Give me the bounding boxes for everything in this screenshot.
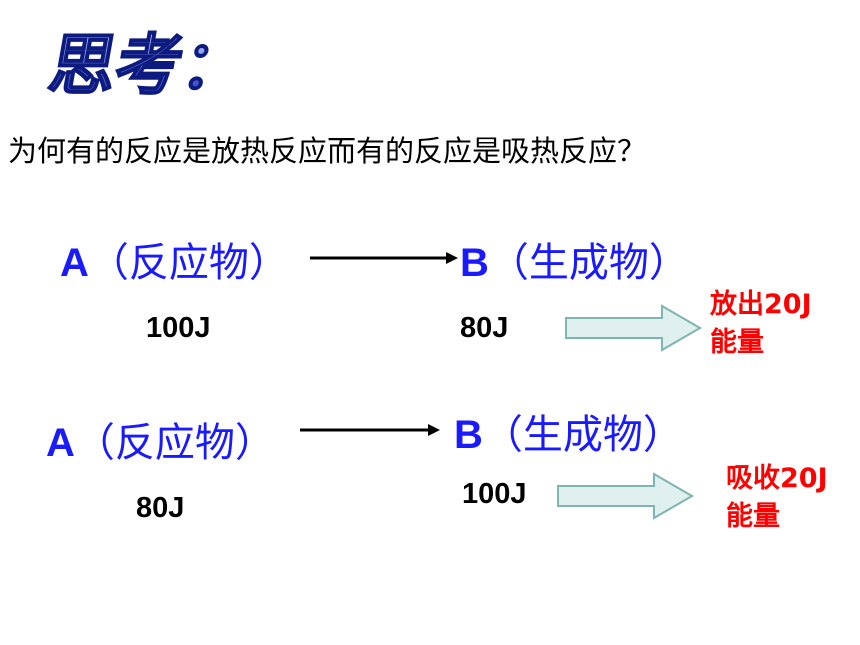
result-1: 放出20J 能量 <box>710 286 812 362</box>
block-arrow-1-icon <box>565 304 702 352</box>
product-energy-2: 100J <box>462 478 527 510</box>
reactant-label: （反应物） <box>88 240 289 286</box>
result-line2: 能量 <box>726 501 780 532</box>
result-line1: 吸收20J <box>726 463 828 494</box>
product-label: （生成物） <box>488 240 689 286</box>
product-letter: B <box>460 241 489 285</box>
product-letter: B <box>454 413 483 457</box>
title-text: 思考： <box>44 26 256 103</box>
result-2: 吸收20J 能量 <box>726 460 828 536</box>
product-label: （生成物） <box>482 412 683 458</box>
reactant-letter: A <box>46 421 75 465</box>
product-b-1: B（生成物） <box>460 230 689 288</box>
result-line2: 能量 <box>710 327 764 358</box>
reactant-label: （反应物） <box>74 420 275 466</box>
product-b-2: B（生成物） <box>454 402 683 460</box>
product-energy-1: 80J <box>460 312 509 344</box>
reactant-a-1: A（反应物） <box>60 230 289 288</box>
reaction-arrow-1 <box>310 252 458 264</box>
reactant-energy-2: 80J <box>136 492 185 524</box>
reactant-letter: A <box>60 241 89 285</box>
reaction-arrow-2 <box>300 424 440 436</box>
page-title: 思考： <box>32 22 272 104</box>
result-line1: 放出20J <box>710 289 812 320</box>
reactant-a-2: A（反应物） <box>46 410 275 468</box>
block-arrow-2-icon <box>557 472 694 520</box>
reactant-energy-1: 100J <box>146 312 211 344</box>
question-text: 为何有的反应是放热反应而有的反应是吸热反应？ <box>8 134 647 168</box>
